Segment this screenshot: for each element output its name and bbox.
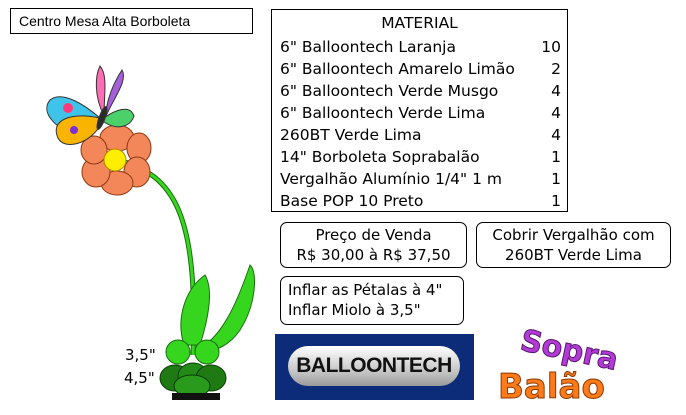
lime-ball-icon — [194, 339, 220, 365]
item-qty: 4 — [551, 82, 561, 100]
leaf-icon — [204, 264, 256, 351]
item-qty: 1 — [551, 148, 561, 166]
material-list: MATERIAL 6" Balloontech Laranja 10 6" Bal… — [271, 9, 568, 212]
soprabalao-logo: Sopra Balão — [498, 323, 622, 408]
list-item: Base POP 10 Preto 1 — [280, 190, 561, 212]
page-title: Centro Mesa Alta Borboleta — [10, 8, 253, 34]
butterfly-icon — [46, 65, 135, 145]
inflate-line-2: Inflar Miolo à 3,5" — [288, 301, 421, 319]
lime-ball-icon — [165, 339, 191, 365]
price-value: R$ 30,00 à R$ 37,50 — [296, 246, 451, 264]
flower-icon — [80, 124, 152, 196]
item-name: 6" Balloontech Verde Musgo — [280, 82, 499, 100]
ballontech-logo: BALLOONTECH — [275, 334, 474, 400]
inflate-instructions: Inflar as Pétalas à 4" Inflar Miolo à 3,… — [280, 276, 464, 325]
item-qty: 4 — [551, 104, 561, 122]
lower-size-label: 4,5" — [124, 369, 155, 387]
item-qty: 2 — [551, 60, 561, 78]
item-name: 14" Borboleta Soprabalão — [280, 148, 480, 166]
item-name: 260BT Verde Lima — [280, 126, 422, 144]
item-name: Base POP 10 Preto — [280, 192, 424, 210]
cover-instructions: Cobrir Vergalhão com 260BT Verde Lima — [476, 222, 671, 268]
item-qty: 10 — [541, 38, 561, 56]
price-label: Preço de Venda — [315, 226, 432, 244]
inflate-line-1: Inflar as Pétalas à 4" — [288, 281, 443, 299]
base-icon — [172, 393, 220, 400]
material-heading: MATERIAL — [381, 14, 458, 32]
upper-size-label: 3,5" — [125, 346, 156, 364]
list-item: 6" Balloontech Verde Lima 4 — [280, 102, 561, 124]
ballontech-logo-text: BALLOONTECH — [296, 354, 452, 377]
cover-line-2: 260BT Verde Lima — [505, 246, 642, 264]
item-name: Vergalhão Alumínio 1/4" 1 m — [280, 170, 502, 188]
logo-badge: BALLOONTECH — [288, 346, 460, 386]
soprabalao-line-2: Balão — [498, 367, 605, 407]
item-name: 6" Balloontech Laranja — [280, 38, 456, 56]
item-name: 6" Balloontech Amarelo Limão — [280, 60, 515, 78]
item-name: 6" Balloontech Verde Lima — [280, 104, 486, 122]
leaf-icon — [180, 274, 210, 346]
list-item: 6" Balloontech Amarelo Limão 2 — [280, 58, 561, 80]
cover-line-1: Cobrir Vergalhão com — [492, 226, 655, 244]
list-item: 260BT Verde Lima 4 — [280, 124, 561, 146]
list-item: 6" Balloontech Laranja 10 — [280, 36, 561, 58]
item-qty: 1 — [551, 192, 561, 210]
item-qty: 1 — [551, 170, 561, 188]
item-qty: 4 — [551, 126, 561, 144]
list-item: 6" Balloontech Verde Musgo 4 — [280, 80, 561, 102]
list-item: 14" Borboleta Soprabalão 1 — [280, 146, 561, 168]
list-item: Vergalhão Alumínio 1/4" 1 m 1 — [280, 168, 561, 190]
price-box: Preço de Venda R$ 30,00 à R$ 37,50 — [280, 222, 467, 268]
